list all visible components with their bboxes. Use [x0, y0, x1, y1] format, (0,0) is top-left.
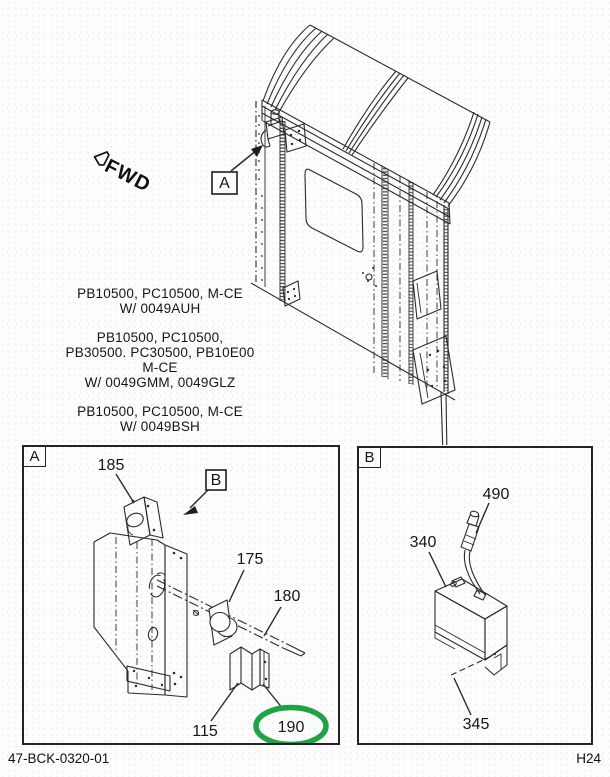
latch-bracket — [260, 109, 307, 153]
note-line: PB30500. PC30500, PB10E00 — [65, 345, 255, 360]
note-line: PB10500, PC10500, — [96, 330, 224, 345]
highlight-ellipse — [253, 704, 329, 743]
callout-b: B — [183, 469, 227, 515]
part-labels: 490 340 345 — [410, 486, 510, 733]
part-label-175: 175 — [237, 551, 264, 568]
module-box-340 — [434, 578, 508, 676]
detail-a-drawing: B 185 175 180 115 190 — [93, 457, 329, 743]
cab-rear-panel-drawing: A FWD — [93, 24, 491, 445]
drawing-number: 47-BCK-0320-01 — [8, 751, 110, 766]
note-line: W/ 0049AUH — [119, 301, 201, 316]
note-line: M-CE — [142, 360, 178, 375]
note-line: PB10500, PC10500, M-CE — [77, 286, 243, 301]
note-line: W/ 0049GMM, 0049GLZ — [84, 375, 236, 390]
part-label-180: 180 — [274, 588, 301, 605]
detail-a-corner-label: A — [24, 447, 46, 467]
note-line: PB10500, PC10500, M-CE — [77, 404, 243, 419]
rivet-dots — [258, 115, 377, 287]
part-label-490: 490 — [483, 486, 510, 503]
window-cutout — [304, 168, 364, 253]
note-line: W/ 0049BSH — [119, 419, 201, 434]
page-code: H24 — [576, 751, 601, 766]
panel-rib-strips — [279, 119, 448, 391]
attachment-plates — [282, 270, 456, 405]
roof-deflector — [262, 24, 491, 207]
part-label-190: 190 — [278, 719, 305, 736]
fwd-arrow-icon — [93, 151, 110, 166]
callout-a: A — [211, 145, 263, 195]
detail-view-a: A — [22, 445, 340, 745]
application-notes: PB10500, PC10500, M-CE W/ 0049AUH PB1050… — [48, 286, 272, 448]
part-label-185: 185 — [98, 457, 125, 474]
part-labels: 185 175 180 115 190 — [98, 457, 329, 743]
part-label-345: 345 — [463, 716, 490, 733]
hat-channel-bracket — [229, 646, 270, 691]
application-note: PB10500, PC10500, M-CE W/ 0049BSH — [48, 404, 272, 434]
detail-b-corner-label: B — [359, 448, 381, 468]
part-label-115: 115 — [192, 723, 218, 740]
part-label-340: 340 — [410, 534, 437, 551]
callout-a-arrow-icon — [251, 145, 263, 157]
callout-b-label: B — [211, 472, 222, 489]
header-rail — [261, 99, 451, 225]
latch-cylinder-175 — [192, 599, 238, 646]
support-channel-bracket — [93, 532, 188, 698]
application-note: PB10500, PC10500, PB30500. PC30500, PB10… — [48, 330, 272, 390]
callout-a-label: A — [219, 175, 230, 192]
svg-text:FWD: FWD — [101, 155, 154, 197]
detail-b-drawing: 490 340 345 — [410, 486, 510, 733]
callout-b-arrow-icon — [183, 506, 198, 515]
fwd-direction-label: FWD — [93, 151, 154, 197]
application-note: PB10500, PC10500, M-CE W/ 0049AUH — [48, 286, 272, 316]
detail-view-b: B 490 34 — [357, 446, 593, 745]
